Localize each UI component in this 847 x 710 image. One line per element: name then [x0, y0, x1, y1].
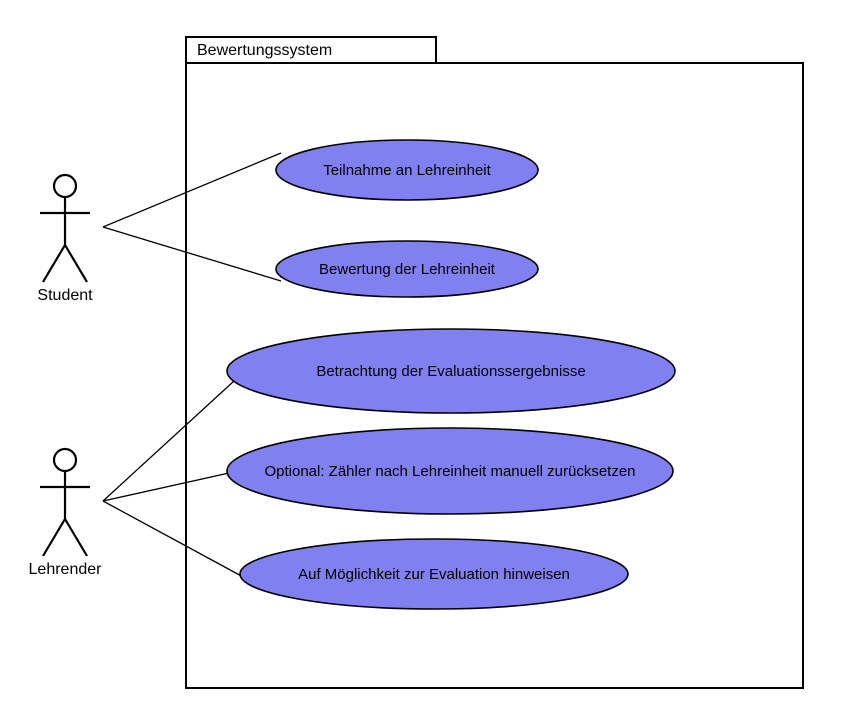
- system-title: Bewertungssystem: [197, 42, 332, 59]
- assoc-lehrender-uc5[interactable]: [102, 500, 246, 579]
- use-case-uc3[interactable]: Betrachtung der Evaluationssergebnisse: [226, 328, 676, 414]
- use-case-uc4[interactable]: Optional: Zähler nach Lehreinheit manuel…: [226, 427, 674, 515]
- use-case-uc1[interactable]: Teilnahme an Lehreinheit: [275, 139, 539, 201]
- use-case-ellipse: [239, 538, 629, 610]
- assoc-student-uc2[interactable]: [102, 226, 282, 282]
- use-case-label: Betrachtung der Evaluationssergebnisse: [316, 363, 585, 380]
- use-case-ellipse: [275, 240, 539, 298]
- actor-head-icon: [52, 447, 78, 473]
- use-case-ellipse: [226, 328, 676, 414]
- use-case-label: Teilnahme an Lehreinheit: [323, 162, 491, 179]
- association-layer: [102, 152, 282, 579]
- actor-right-leg-icon: [64, 518, 88, 557]
- actor-student[interactable]: Student: [37, 173, 93, 304]
- system-boundary-tab: [185, 36, 437, 63]
- actor-label: Lehrender: [29, 561, 103, 578]
- use-case-uc2[interactable]: Bewertung der Lehreinheit: [275, 240, 539, 298]
- use-case-ellipse: [275, 139, 539, 201]
- use-case-label: Optional: Zähler nach Lehreinheit manuel…: [264, 463, 635, 480]
- actor-left-leg-icon: [42, 244, 66, 283]
- assoc-lehrender-uc4[interactable]: [102, 472, 230, 502]
- actor-right-leg-icon: [64, 244, 88, 283]
- system-boundary-box: [185, 62, 804, 689]
- system-boundary[interactable]: Bewertungssystem: [185, 36, 804, 689]
- assoc-student-uc1[interactable]: [102, 152, 282, 228]
- actor-left-leg-icon: [42, 518, 66, 557]
- actor-head-icon: [52, 173, 78, 199]
- use-case-uc5[interactable]: Auf Möglichkeit zur Evaluation hinweisen: [239, 538, 629, 610]
- actor-label: Student: [37, 287, 93, 304]
- use-case-label: Auf Möglichkeit zur Evaluation hinweisen: [298, 566, 570, 583]
- assoc-lehrender-uc3[interactable]: [102, 380, 235, 502]
- use-case-label: Bewertung der Lehreinheit: [319, 261, 496, 278]
- use-case-ellipse: [226, 427, 674, 515]
- actor-lehrender[interactable]: Lehrender: [29, 447, 103, 578]
